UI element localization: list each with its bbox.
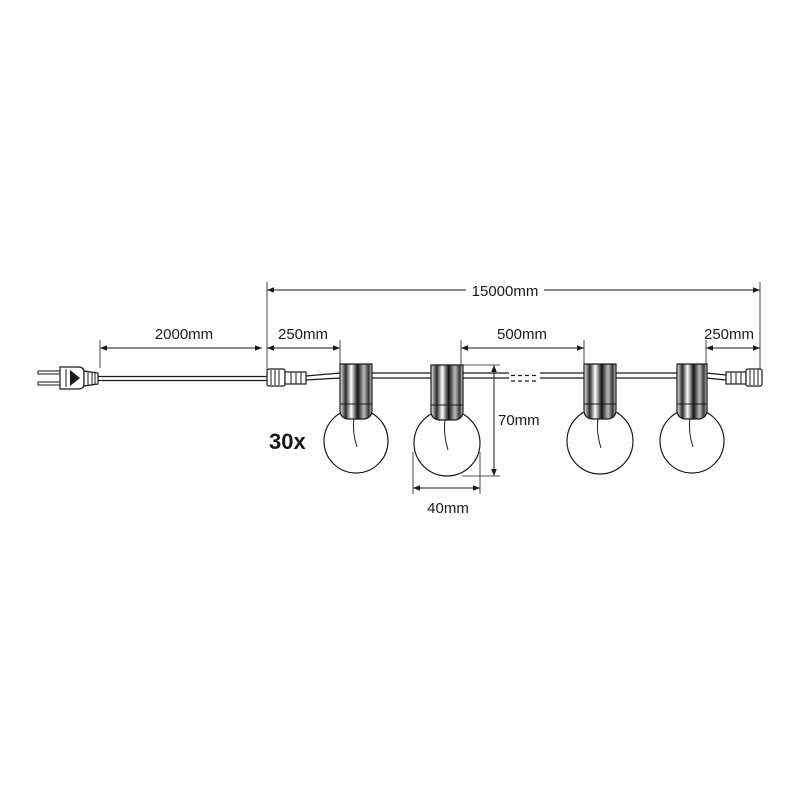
dimension-end-spacing: 250mm xyxy=(704,326,760,366)
bulb-4-icon xyxy=(659,363,725,474)
dimension-lead-cable: 2000mm xyxy=(99,326,262,368)
dimension-total-length: 15000mm xyxy=(266,282,761,376)
bulb-1-icon xyxy=(323,363,389,474)
first-spacing-label: 250mm xyxy=(278,326,328,343)
dimension-bulb-width: 40mm xyxy=(412,452,481,517)
bulb-2-icon xyxy=(413,364,481,477)
connector-end-icon xyxy=(725,368,763,387)
dimension-bulb-spacing: 500mm xyxy=(460,326,585,366)
total-length-label: 15000mm xyxy=(472,283,539,300)
dimension-first-spacing: 250mm xyxy=(267,326,341,366)
bulb-3-icon xyxy=(566,363,634,475)
lead-cable-label: 2000mm xyxy=(155,326,213,343)
bulb-spacing-label: 500mm xyxy=(497,326,547,343)
cable-continuation-dots xyxy=(511,374,538,382)
connector-start-icon xyxy=(266,368,307,387)
quantity-label: 30x xyxy=(269,429,306,454)
bulb-height-label: 70mm xyxy=(498,412,540,429)
dimension-bulb-height: 70mm xyxy=(462,364,540,477)
bulb-width-label: 40mm xyxy=(427,500,469,517)
power-plug-icon xyxy=(37,366,99,390)
end-spacing-label: 250mm xyxy=(704,326,754,343)
cable xyxy=(98,372,727,382)
